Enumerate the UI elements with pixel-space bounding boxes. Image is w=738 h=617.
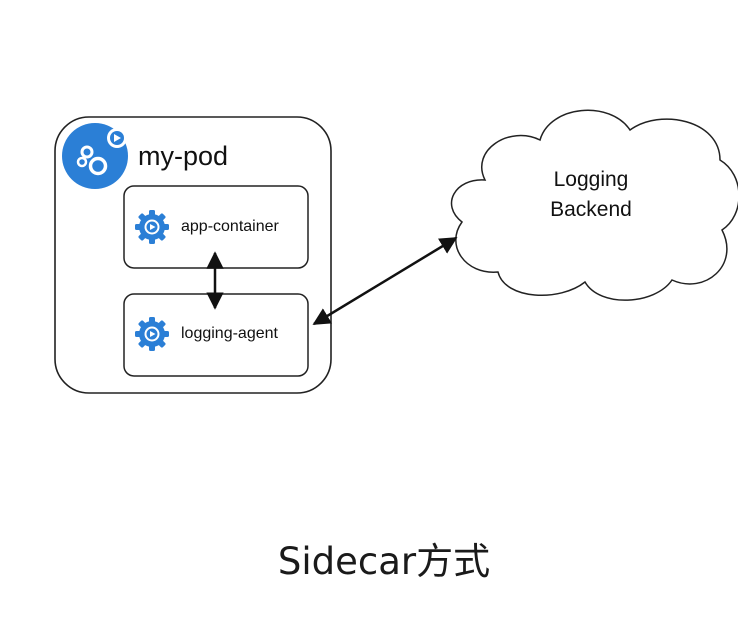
app-container-label: app-container: [181, 218, 280, 235]
backend-label-line1: Logging: [554, 168, 629, 191]
caption-text: Sidecar方式: [278, 540, 490, 583]
logging-agent-label: logging-agent: [181, 325, 279, 342]
kubernetes-pod-icon: [62, 123, 128, 189]
backend-label-line2: Backend: [550, 198, 632, 221]
logging-backend-cloud: [450, 109, 738, 301]
backend-link-arrow: [312, 236, 458, 326]
container-gear-icon: [135, 317, 169, 351]
container-gear-icon: [135, 210, 169, 244]
pod-title: my-pod: [138, 141, 228, 171]
